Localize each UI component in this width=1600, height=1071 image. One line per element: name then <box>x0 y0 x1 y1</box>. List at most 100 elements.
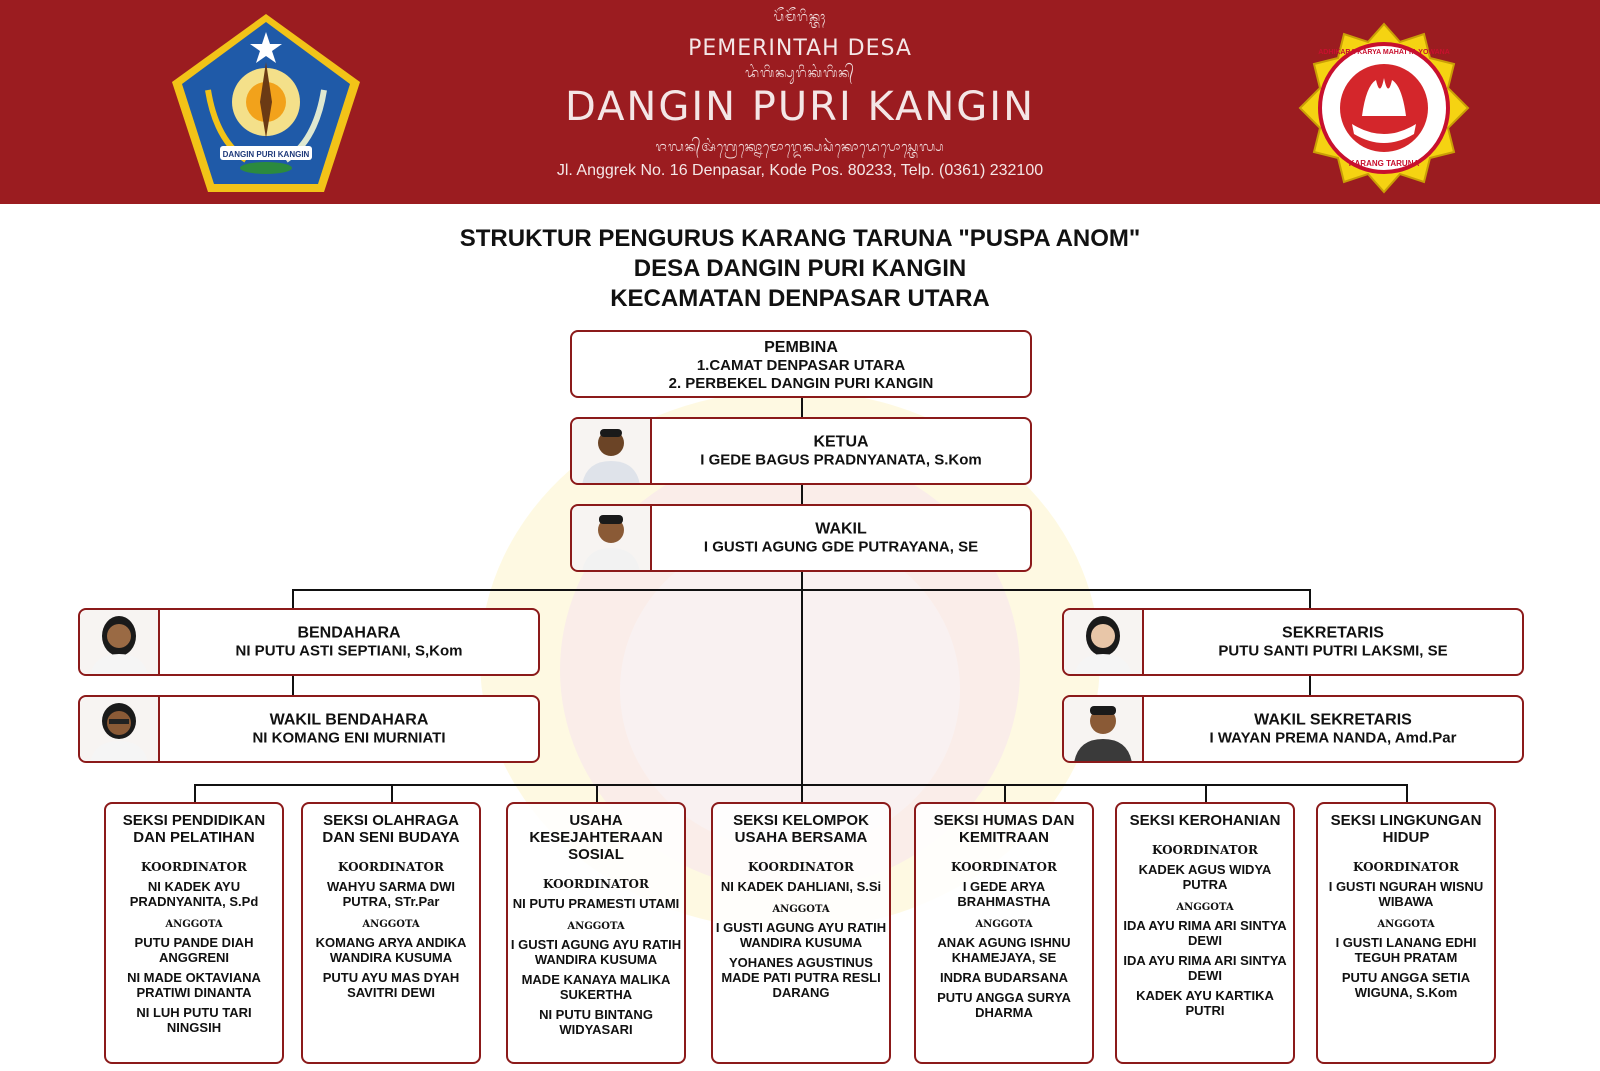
seksi-box: SEKSI KELOMPOK USAHA BERSAMA KOORDINATOR… <box>711 802 891 1064</box>
anggota-name: NI MADE OKTAVIANA PRATIWI DINANTA <box>127 970 261 1000</box>
wakil-bendahara-position: WAKIL BENDAHARA <box>269 711 429 729</box>
seksi-box: SEKSI HUMAS DAN KEMITRAAN KOORDINATOR I … <box>914 802 1094 1064</box>
anggota-name: PUTU AYU MAS DYAH SAVITRI DEWI <box>322 970 460 1000</box>
wakil-bendahara-box: WAKIL BENDAHARA NI KOMANG ENI MURNIATI <box>78 695 540 763</box>
koordinator-label: KOORDINATOR <box>338 860 444 874</box>
seksi-title: SEKSI HUMAS DAN KEMITRAAN <box>933 812 1075 846</box>
anggota-name: MADE KANAYA MALIKA SUKERTHA <box>521 972 671 1002</box>
anggota-name: INDRA BUDARSANA <box>939 970 1069 985</box>
connector-bendahara <box>292 589 294 609</box>
anggota-name: YOHANES AGUSTINUS MADE PATI PUTRA RESLI … <box>721 955 881 1000</box>
government-label: PEMERINTAH DESA <box>688 36 912 61</box>
seksi-box: USAHA KESEJAHTERAAN SOSIAL KOORDINATOR N… <box>506 802 686 1064</box>
connector-wakil-sekretaris <box>1309 676 1311 696</box>
chart-title-line3: KECAMATAN DENPASAR UTARA <box>610 285 990 312</box>
sekretaris-photo <box>1064 610 1144 674</box>
bendahara-photo <box>80 610 160 674</box>
wakil-name: I GUSTI AGUNG GDE PUTRAYANA, SE <box>703 538 979 556</box>
wakil-sekretaris-name: I WAYAN PREMA NANDA, Amd.Par <box>1209 729 1457 747</box>
anggota-label: ANGGOTA <box>772 904 830 915</box>
anggota-label: ANGGOTA <box>1377 919 1435 930</box>
ketua-photo <box>572 419 652 483</box>
karang-taruna-logo: ADHIKARA KARYA MAHATYA YOWANA KARANG TAR… <box>1298 22 1470 194</box>
koordinator-name: NI KADEK AYU PRADNYANITA, S.Pd <box>129 879 259 909</box>
main-connector <box>801 398 803 794</box>
bendahara-name: NI PUTU ASTI SEPTIANI, S,Kom <box>235 642 463 660</box>
anggota-name: IDA AYU RIMA ARI SINTYA DEWI <box>1123 918 1287 948</box>
sekretaris-box: SEKRETARIS PUTU SANTI PUTRI LAKSMI, SE <box>1062 608 1524 676</box>
seksi-drop-6 <box>1205 784 1207 802</box>
balinese-script-top: ᬧᭂᬫᭂᬭᬶᬦ᭄ᬢᬄ <box>773 10 827 25</box>
wakil-bendahara-name: NI KOMANG ENI MURNIATI <box>252 729 446 747</box>
anggota-name: PUTU ANGGA SETIA WIGUNA, S.Kom <box>1341 970 1471 1000</box>
chart-title-line2: DESA DANGIN PURI KANGIN <box>633 255 967 282</box>
connector-sekretaris <box>1309 589 1311 609</box>
koordinator-label: KOORDINATOR <box>1152 843 1258 857</box>
anggota-name: NI LUH PUTU TARI NINGSIH <box>136 1005 252 1035</box>
seksi-title: SEKSI KELOMPOK USAHA BERSAMA <box>733 812 869 846</box>
koordinator-label: KOORDINATOR <box>748 860 854 874</box>
village-address: Jl. Anggrek No. 16 Denpasar, Kode Pos. 8… <box>556 162 1044 179</box>
anggota-name: I GUSTI AGUNG AYU RATIH WANDIRA KUSUMA <box>510 937 682 967</box>
seksi-drop-4 <box>801 784 803 802</box>
seksi-drop-2 <box>391 784 393 802</box>
balinese-script-village: ᬤᬂᬕᬶᬦ᭄ᬧᬸᬭᬶᬓᬂᬕᬶᬦ᭄ <box>745 66 855 81</box>
seksi-title: USAHA KESEJAHTERAAN SOSIAL <box>529 812 663 863</box>
seksi-title: SEKSI OLAHRAGA DAN SENI BUDAYA <box>322 812 460 846</box>
seksi-drop-1 <box>194 784 196 802</box>
logo-motto: ADHIKARA KARYA MAHATYA YOWANA <box>1318 49 1450 56</box>
seksi-box: SEKSI KEROHANIAN KOORDINATOR KADEK AGUS … <box>1115 802 1295 1064</box>
anggota-label: ANGGOTA <box>1176 902 1234 913</box>
village-name: DANGIN PURI KANGIN <box>564 84 1036 130</box>
seksi-title: SEKSI PENDIDIKAN DAN PELATIHAN <box>122 812 266 846</box>
ketua-box: KETUA I GEDE BAGUS PRADNYANATA, S.Kom <box>570 417 1032 485</box>
balinese-script-address: ᬚᬮᬦ᭄ᬅᬂᬕ᭄ᬭᬾᬓ᭄ᬦᭀᬫᭀᬭ᭄ᬤᬾᬦ᭄ᬧᬲᬃᬓᭀᬤᬾᬧᭀᬲ᭄ᬢᬾᬮ᭄ᬧ <box>655 140 945 155</box>
seksi-box: SEKSI OLAHRAGA DAN SENI BUDAYA KOORDINAT… <box>301 802 481 1064</box>
wakil-photo <box>572 506 652 570</box>
koordinator-name: NI PUTU PRAMESTI UTAMI <box>512 896 680 911</box>
sekretaris-position: SEKRETARIS <box>1282 624 1384 642</box>
koordinator-name: WAHYU SARMA DWI PUTRA, STr.Par <box>326 879 456 909</box>
seksi-drop-7 <box>1406 784 1408 802</box>
ketua-name: I GEDE BAGUS PRADNYANATA, S.Kom <box>700 451 982 469</box>
sekretaris-name: PUTU SANTI PUTRI LAKSMI, SE <box>1218 642 1448 660</box>
ketua-position: KETUA <box>813 433 869 451</box>
anggota-label: ANGGOTA <box>362 919 420 930</box>
seksi-box: SEKSI LINGKUNGAN HIDUP KOORDINATOR I GUS… <box>1316 802 1496 1064</box>
bendahara-position: BENDAHARA <box>297 624 401 642</box>
seksi-title: SEKSI KEROHANIAN <box>1129 812 1281 829</box>
koordinator-name: NI KADEK DAHLIANI, S.Si <box>720 879 882 894</box>
anggota-name: KADEK AYU KARTIKA PUTRI <box>1136 988 1274 1018</box>
anggota-name: PUTU ANGGA SURYA DHARMA <box>937 990 1071 1020</box>
anggota-name: PUTU PANDE DIAH ANGGRENI <box>134 935 254 965</box>
seksi-drop-5 <box>1004 784 1006 802</box>
koordinator-label: KOORDINATOR <box>1353 860 1459 874</box>
pembina-item-1: 1.CAMAT DENPASAR UTARA <box>696 357 906 374</box>
anggota-name: KOMANG ARYA ANDIKA WANDIRA KUSUMA <box>315 935 467 965</box>
koordinator-label: KOORDINATOR <box>951 860 1057 874</box>
pembina-title: PEMBINA <box>764 339 838 356</box>
letterhead-banner: DANGIN PURI KANGIN ᬧᭂᬫᭂᬭᬶᬦ᭄ᬢᬄ PEMERINTAH… <box>0 0 1600 204</box>
anggota-label: ANGGOTA <box>165 919 223 930</box>
wakil-sekretaris-box: WAKIL SEKRETARIS I WAYAN PREMA NANDA, Am… <box>1062 695 1524 763</box>
logo-org-name: KARANG TARUNA <box>1349 159 1420 168</box>
koordinator-label: KOORDINATOR <box>543 877 649 891</box>
anggota-name: IDA AYU RIMA ARI SINTYA DEWI <box>1123 953 1287 983</box>
anggota-name: ANAK AGUNG ISHNU KHAMEJAYA, SE <box>937 935 1071 965</box>
anggota-name: NI PUTU BINTANG WIDYASARI <box>539 1007 653 1037</box>
wakil-bendahara-photo <box>80 697 160 761</box>
wakil-sekretaris-position: WAKIL SEKRETARIS <box>1254 711 1412 729</box>
wakil-box: WAKIL I GUSTI AGUNG GDE PUTRAYANA, SE <box>570 504 1032 572</box>
chart-title-line1: STRUKTUR PENGURUS KARANG TARUNA "PUSPA A… <box>459 225 1141 252</box>
seksi-title: SEKSI LINGKUNGAN HIDUP <box>1330 812 1482 846</box>
wakil-sekretaris-photo <box>1064 697 1144 761</box>
koordinator-name: I GUSTI NGURAH WISNU WIBAWA <box>1328 879 1484 909</box>
emblem-text: DANGIN PURI KANGIN <box>223 150 310 159</box>
koordinator-name: KADEK AGUS WIDYA PUTRA <box>1138 862 1272 892</box>
wakil-position: WAKIL <box>815 520 867 538</box>
koordinator-label: KOORDINATOR <box>141 860 247 874</box>
koordinator-name: I GEDE ARYA BRAHMASTHA <box>957 879 1051 909</box>
anggota-name: I GUSTI AGUNG AYU RATIH WANDIRA KUSUMA <box>715 920 887 950</box>
connector-wakil-bendahara <box>292 676 294 696</box>
seksi-drop-3 <box>596 784 598 802</box>
